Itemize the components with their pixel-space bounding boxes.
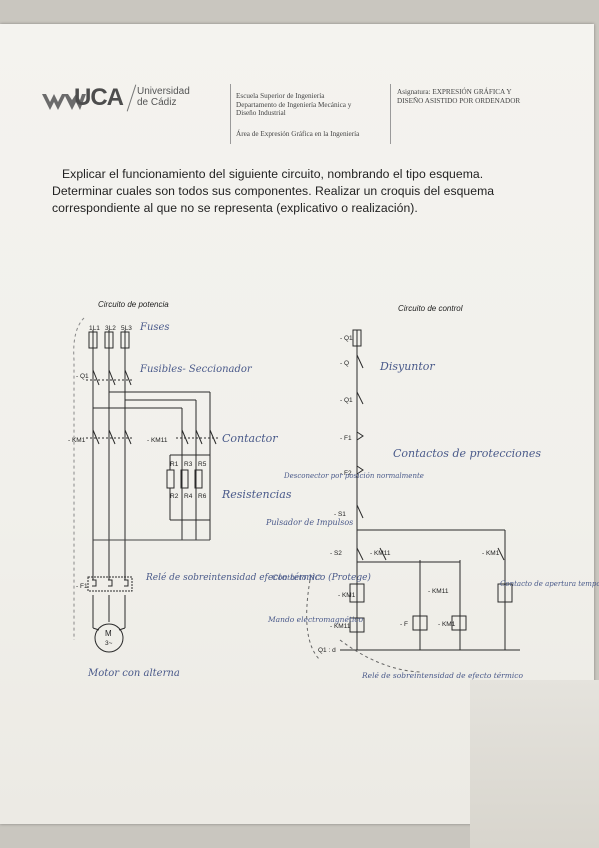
km1-label: - KM1 xyxy=(68,437,86,444)
phase-label-1: 1L1 xyxy=(89,325,100,332)
motor-sub-label: 3~ xyxy=(105,640,113,647)
control-circuit-title: Circuito de control xyxy=(398,304,463,313)
annotation-push-button: Pulsador de Impulsos xyxy=(265,518,353,527)
paper-shadow xyxy=(470,680,599,848)
motor-label: M xyxy=(105,629,112,638)
annotation-nc-contact: Contacto NC xyxy=(272,573,321,582)
ctrl-q-label: - Q xyxy=(340,360,349,367)
uca-logo xyxy=(42,94,86,110)
resistor-label-r1: R1 xyxy=(170,461,179,468)
ctrl-f2-label: - F2 xyxy=(340,470,352,477)
annotation-fuses: Fuses xyxy=(139,322,170,333)
f1-label: - F1 xyxy=(76,583,88,590)
phase-label-2: 3L2 xyxy=(105,325,116,332)
header-divider-2 xyxy=(390,84,391,144)
resistor-label-r4: R4 xyxy=(184,493,193,500)
ctrl-f-label: - F xyxy=(400,621,408,628)
task-line-3: correspondiente al que no se representa … xyxy=(52,201,418,215)
resistor-label-r6: R6 xyxy=(198,493,207,500)
school-block: Escuela Superior de Ingeniería Departame… xyxy=(236,92,386,118)
ctrl-s1-label: - S1 xyxy=(334,511,346,518)
task-line-2: Determinar cuales son todos sus componen… xyxy=(52,184,495,198)
ctrl-f1-label: - F1 xyxy=(340,435,352,442)
power-circuit-title: Circuito de potencia xyxy=(98,300,169,309)
annotation-motor-ac: Motor con alterna xyxy=(87,668,180,679)
ctrl-q1-label: - Q1 xyxy=(340,335,353,342)
annotation-resistances: Resistencias xyxy=(221,488,292,501)
phase-label-3: 5L3 xyxy=(121,325,132,332)
ctrl-q1d-label: Q1 : d xyxy=(318,647,336,654)
subject-line-1: Asignatura: EXPRESIÓN GRÁFICA Y xyxy=(397,88,512,96)
university-line-1: Universidad xyxy=(137,86,190,97)
resistor-label-r5: R5 xyxy=(198,461,207,468)
task-line-1: Explicar el funcionamiento del siguiente… xyxy=(62,167,484,181)
km11-label: - KM11 xyxy=(147,437,168,444)
university-name: Universidad de Cádiz xyxy=(137,86,190,108)
annotation-protection-contacts: Contactos de protecciones xyxy=(393,447,541,460)
resistor-label-r2: R2 xyxy=(170,493,179,500)
ctrl-km11a-label: - KM11 xyxy=(370,550,391,557)
annotation-electromagnetic: Mando electromagnético xyxy=(267,615,364,624)
ctrl-km1a-label: - KM1 xyxy=(482,550,500,557)
annotation-fuse-disconnector: Fusibles- Seccionador xyxy=(139,364,253,375)
ctrl-km11b-label: - KM11 xyxy=(428,588,449,595)
annotation-thermal-relay-control: Relé de sobreintensidad de efecto térmic… xyxy=(361,671,523,680)
ctrl-s2-label: - S2 xyxy=(330,550,342,557)
school-line-2: Departamento de Ingeniería Mecánica y xyxy=(236,100,352,109)
annotation-disconnector: Disyuntor xyxy=(379,360,435,373)
subject-line-2: DISEÑO ASISTIDO POR ORDENADOR xyxy=(397,96,521,105)
annotation-thermal-relay: Relé de sobreintensidad efecto térmico (… xyxy=(145,572,371,583)
ctrl-km1b-label: - KM1 xyxy=(338,592,356,599)
resistor-label-r3: R3 xyxy=(184,461,193,468)
university-line-2: de Cádiz xyxy=(137,97,177,108)
ctrl-km11c-label: - KM11 xyxy=(330,623,351,630)
task-statement: Explicar el funcionamiento del siguiente… xyxy=(52,166,542,217)
ctrl-km1c-label: - KM1 xyxy=(438,621,456,628)
header-divider-1 xyxy=(230,84,231,144)
area-name: Área de Expresión Gráfica en la Ingenier… xyxy=(236,130,360,138)
annotation-time-contact: Contacto de apertura temporizado con ret… xyxy=(500,580,599,588)
school-line-1: Escuela Superior de Ingeniería xyxy=(236,92,325,100)
uca-logo-text: UCA xyxy=(74,84,124,111)
ctrl-q1b-label: - Q1 xyxy=(340,397,353,404)
annotation-nc-switch: Desconector por posición normalmente xyxy=(283,472,424,480)
q1-label: - Q1 xyxy=(76,373,89,380)
subject-block: Asignatura: EXPRESIÓN GRÁFICA Y DISEÑO A… xyxy=(397,88,547,105)
annotation-contactor: Contactor xyxy=(222,432,278,445)
school-line-3: Diseño Industrial xyxy=(236,109,286,117)
